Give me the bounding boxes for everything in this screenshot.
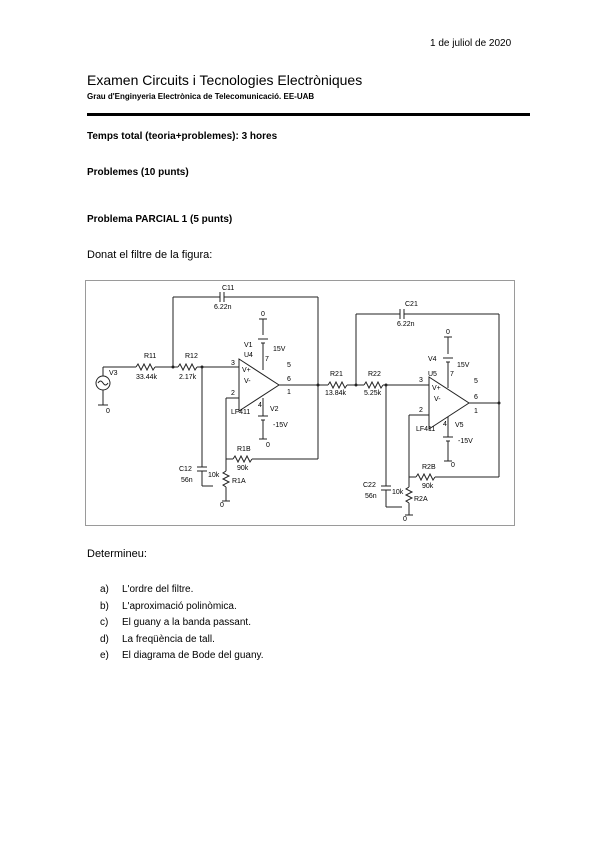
label-r21: R21: [330, 371, 343, 378]
label-r1b-val: 90k: [237, 465, 249, 472]
question-text: L'ordre del filtre.: [122, 584, 194, 595]
label-c21: C21: [405, 301, 418, 308]
label-v4-val: 15V: [457, 362, 470, 369]
label-c12-val: 56n: [181, 477, 193, 484]
question-list: a) L'ordre del filtre. b) L'aproximació po…: [100, 584, 264, 667]
question-label: b): [100, 600, 109, 612]
circuit-schematic: V3 0 R11 33.44k R12 2.17k C11 6.22n C12 …: [95, 285, 501, 523]
label-r2a-val: 10k: [392, 489, 404, 496]
label-r12: R12: [185, 353, 198, 360]
label-u4-vplus: V+: [242, 367, 251, 374]
question-text: El guany a la banda passant.: [122, 617, 251, 628]
label-v2-val: -15V: [273, 422, 288, 429]
label-u5-pin2: 2: [419, 407, 423, 414]
label-r1a-val: 10k: [208, 472, 220, 479]
intro-text: Donat el filtre de la figura:: [87, 249, 213, 261]
label-r1b: R1B: [237, 446, 251, 453]
label-v1: V1: [244, 342, 253, 349]
label-v4: V4: [428, 356, 437, 363]
label-c21-val: 6.22n: [397, 321, 415, 328]
label-u5-vplus: V+: [432, 385, 441, 392]
label-u5-pin4: 4: [443, 421, 447, 428]
label-u4-pin1: 1: [287, 389, 291, 396]
label-c22-val: 56n: [365, 493, 377, 500]
label-r2a: R2A: [414, 496, 428, 503]
label-r22-val: 5.25k: [364, 390, 382, 397]
label-v2: V2: [270, 406, 279, 413]
label-u4-pin2: 2: [231, 390, 235, 397]
list-item: d) La freqüència de tall.: [100, 634, 264, 651]
ask-text: Determineu:: [87, 548, 147, 560]
label-gnd-v3: 0: [106, 408, 110, 415]
label-gnd-r1: 0: [220, 502, 224, 509]
label-u4-pin3: 3: [231, 360, 235, 367]
label-u5: U5: [428, 371, 437, 378]
label-c12: C12: [179, 466, 192, 473]
list-item: e) El diagrama de Bode del guany.: [100, 650, 264, 667]
question-text: L'aproximació polinòmica.: [122, 600, 237, 612]
label-u5-vminus: V-: [434, 396, 441, 403]
label-v5: V5: [455, 422, 464, 429]
label-u4-model: LF411: [231, 409, 250, 416]
header-rule: [87, 113, 530, 116]
label-u4-vminus: V-: [244, 378, 251, 385]
exam-date: 1 de juliol de 2020: [430, 38, 512, 49]
u4-opamp: [238, 358, 280, 412]
label-r2b: R2B: [422, 464, 436, 471]
label-u5-model: LF411: [416, 426, 435, 433]
question-label: d): [100, 633, 109, 645]
exam-title: Examen Circuits i Tecnologies Electròniq…: [87, 72, 363, 88]
question-label: c): [100, 617, 109, 628]
label-gnd-v1: 0: [261, 311, 265, 318]
list-item: a) L'ordre del filtre.: [100, 584, 264, 601]
total-time: Temps total (teoria+problemes): 3 hores: [87, 131, 278, 142]
u5-opamp: [428, 376, 470, 430]
label-v1-val: 15V: [273, 346, 286, 353]
label-u4-pin7: 7: [265, 356, 269, 363]
list-item: c) El guany a la banda passant.: [100, 617, 264, 634]
label-u5-pin3: 3: [419, 377, 423, 384]
exam-subtitle: Grau d'Enginyeria Electrònica de Telecom…: [87, 92, 315, 101]
label-gnd-v5: 0: [451, 462, 455, 469]
circuit-figure: V3 0 R11 33.44k R12 2.17k C11 6.22n C12 …: [85, 280, 515, 526]
label-c22: C22: [363, 482, 376, 489]
label-u4-pin6: 6: [287, 376, 291, 383]
label-u4-pin4: 4: [258, 402, 262, 409]
label-r1a: R1A: [232, 478, 246, 485]
question-text: La freqüència de tall.: [122, 633, 215, 645]
label-u5-pin1: 1: [474, 408, 478, 415]
partial-heading: Problema PARCIAL 1 (5 punts): [87, 214, 233, 225]
label-gnd-v2: 0: [266, 442, 270, 449]
label-r21-val: 13.84k: [325, 390, 347, 397]
label-gnd-r2: 0: [403, 516, 407, 523]
label-r2b-val: 90k: [422, 483, 434, 490]
label-gnd-v4: 0: [446, 329, 450, 336]
label-v5-val: -15V: [458, 438, 473, 445]
label-u5-pin6: 6: [474, 394, 478, 401]
label-r11-val: 33.44k: [136, 374, 158, 381]
label-c11-val: 6.22n: [214, 304, 232, 311]
question-label: a): [100, 584, 109, 595]
label-u5-pin5: 5: [474, 378, 478, 385]
label-r22: R22: [368, 371, 381, 378]
question-label: e): [100, 650, 109, 661]
label-u5-pin7: 7: [450, 371, 454, 378]
label-r12-val: 2.17k: [179, 374, 197, 381]
list-item: b) L'aproximació polinòmica.: [100, 601, 264, 618]
problems-heading: Problemes (10 punts): [87, 167, 189, 178]
label-r11: R11: [144, 353, 156, 360]
label-u4-pin5: 5: [287, 362, 291, 369]
question-text: El diagrama de Bode del guany.: [122, 650, 264, 661]
label-u4: U4: [244, 352, 253, 359]
label-v3: V3: [109, 370, 118, 377]
label-c11: C11: [222, 285, 234, 292]
